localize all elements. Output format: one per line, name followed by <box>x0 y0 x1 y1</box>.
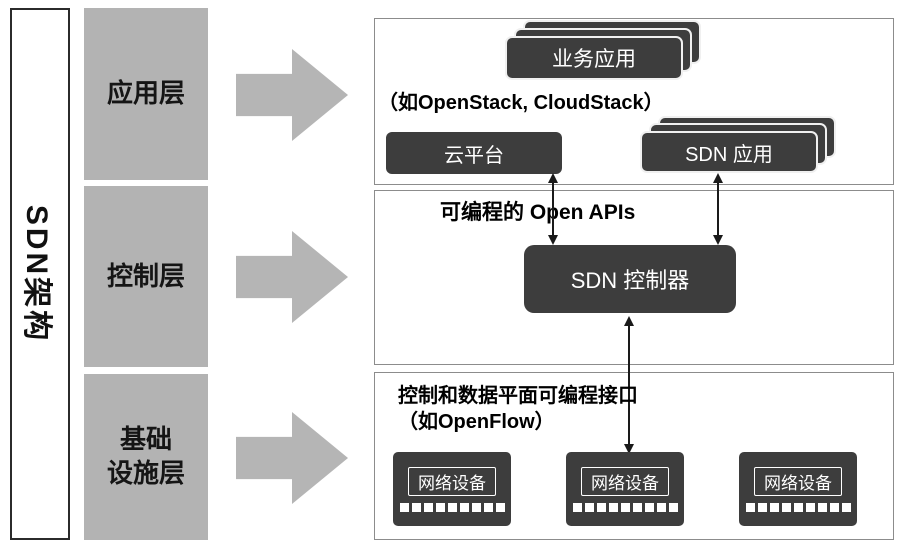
device-ports-icon <box>399 502 505 512</box>
arrow-controller-to-devices <box>624 316 634 454</box>
control-layer-arrow-icon <box>236 231 348 323</box>
network-device-box-2: 网络设备 <box>566 452 684 526</box>
diagram-title: SDN架构 <box>20 204 53 344</box>
device-ports-icon <box>572 502 678 512</box>
layer-control: 控制层 <box>84 186 208 367</box>
network-device-label: 网络设备 <box>408 466 496 496</box>
arrow-cloud-to-controller <box>548 173 558 245</box>
network-device-label: 网络设备 <box>581 466 669 496</box>
sdn-app-stack: SDN 应用 <box>640 116 838 175</box>
open-api-note: 可编程的 Open APIs <box>440 201 636 224</box>
business-app-label: 业务应用 <box>552 48 636 71</box>
sdn-controller-box: SDN 控制器 <box>524 245 736 313</box>
sdn-app-box: SDN 应用 <box>640 131 818 173</box>
layer-infrastructure-label: 基础 设施层 <box>106 424 185 488</box>
layer-infrastructure: 基础 设施层 <box>84 374 208 540</box>
arrow-sdnapp-to-controller <box>713 173 723 245</box>
layer-control-label: 控制层 <box>106 260 185 291</box>
cloud-platform-box: 云平台 <box>386 132 562 174</box>
infrastructure-layer-arrow-icon <box>236 412 348 504</box>
cloud-platform-label: 云平台 <box>444 144 504 167</box>
sdn-app-label: SDN 应用 <box>685 143 773 166</box>
business-app-box: 业务应用 <box>505 36 683 80</box>
layer-application: 应用层 <box>84 8 208 180</box>
infrastructure-note-line1: 控制和数据平面可编程接口 <box>398 385 638 407</box>
device-ports-icon <box>745 502 851 512</box>
sdn-controller-label: SDN 控制器 <box>570 268 690 293</box>
network-device-box-1: 网络设备 <box>393 452 511 526</box>
application-panel-note: （如OpenStack, CloudStack） <box>378 92 664 114</box>
diagram-title-bar: SDN架构 <box>10 8 70 540</box>
layer-application-label: 应用层 <box>106 78 185 109</box>
infrastructure-note-line2: （如OpenFlow） <box>398 411 555 433</box>
business-app-stack: 业务应用 <box>505 20 703 82</box>
network-device-box-3: 网络设备 <box>739 452 857 526</box>
network-device-label: 网络设备 <box>754 466 842 496</box>
application-layer-arrow-icon <box>236 49 348 141</box>
